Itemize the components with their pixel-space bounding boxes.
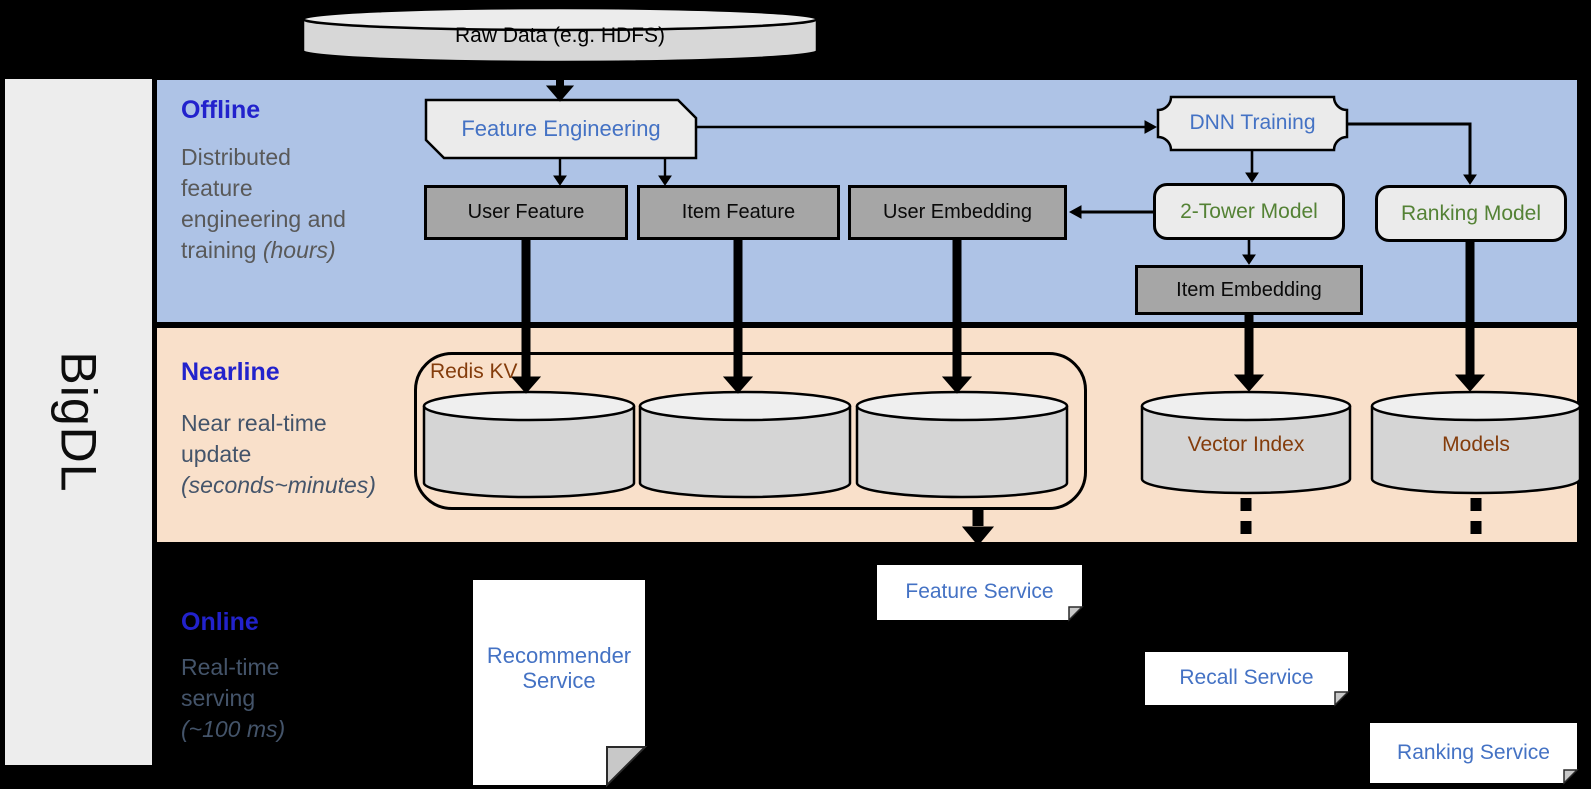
bigdl-sidebar: [5, 79, 152, 765]
item-feature-box: Item Feature: [637, 185, 840, 240]
offline-subtitle-line: engineering and: [181, 206, 346, 232]
arrow-redis-to-feature-service-dashed: [961, 509, 995, 546]
offline-section-title: Offline: [181, 96, 261, 124]
nearline-subtitle-line: Near real-time: [181, 410, 327, 436]
arrow-fe-to-item-feature: [658, 158, 672, 186]
arrow-fe-to-dnn-training: [696, 120, 1158, 134]
vector-index-cylinder: [1140, 390, 1352, 495]
online-section-subtitle: Real-time serving (~100 ms): [181, 652, 285, 745]
recommender-service-doc: [473, 580, 648, 788]
nearline-section-title: Nearline: [181, 358, 280, 386]
redis-kv-container: [414, 352, 1087, 510]
user-feature-box: User Feature: [424, 185, 628, 240]
nearline-subtitle-line: (seconds~minutes): [181, 472, 376, 498]
user-embedding-box: User Embedding: [848, 185, 1067, 240]
arrow-item-feature-to-redis: [722, 240, 754, 394]
online-subtitle-line: Real-time: [181, 654, 280, 680]
arrow-fe-to-user-feature: [553, 158, 567, 186]
arrow-ranking-model-to-models: [1454, 242, 1486, 392]
online-section-title: Online: [181, 608, 259, 636]
arrow-user-embedding-to-redis: [941, 240, 973, 394]
online-subtitle-line: (~100 ms): [181, 716, 286, 742]
feature-engineering-shape: [424, 98, 698, 160]
offline-section-subtitle: Distributed feature engineering and trai…: [181, 142, 346, 266]
offline-subtitle-line: Distributed: [181, 144, 291, 170]
recall-service-doc: [1145, 652, 1350, 707]
offline-subtitle-line: feature: [181, 175, 253, 201]
redis-cylinder-2: [638, 390, 852, 499]
models-cylinder: [1370, 390, 1582, 495]
item-embedding-box: Item Embedding: [1135, 265, 1363, 315]
nearline-section-subtitle: Near real-time update (seconds~minutes): [181, 408, 376, 501]
arrow-item-embedding-to-vector-index: [1233, 315, 1265, 392]
arrow-dnn-to-ranking-model: [1347, 122, 1477, 185]
online-subtitle-line: serving: [181, 685, 256, 711]
arrow-two-tower-to-user-embedding: [1068, 205, 1153, 219]
arrow-two-tower-to-item-embedding: [1242, 240, 1256, 265]
offline-subtitle-line: training (hours): [181, 237, 336, 263]
nearline-subtitle-line: update: [181, 441, 252, 467]
dnn-training-shape: [1156, 95, 1349, 152]
arrow-dnn-to-two-tower: [1245, 150, 1259, 183]
arrow-user-feature-to-redis: [510, 240, 542, 394]
ranking-service-doc: [1370, 723, 1579, 785]
feature-service-doc: [877, 565, 1084, 622]
redis-cylinder-3: [855, 390, 1069, 499]
raw-data-cylinder: [301, 6, 819, 64]
ranking-model-box: Ranking Model: [1375, 185, 1567, 242]
two-tower-model-box: 2-Tower Model: [1153, 183, 1345, 240]
arrow-rawdata-to-feature-engineering: [545, 62, 575, 102]
